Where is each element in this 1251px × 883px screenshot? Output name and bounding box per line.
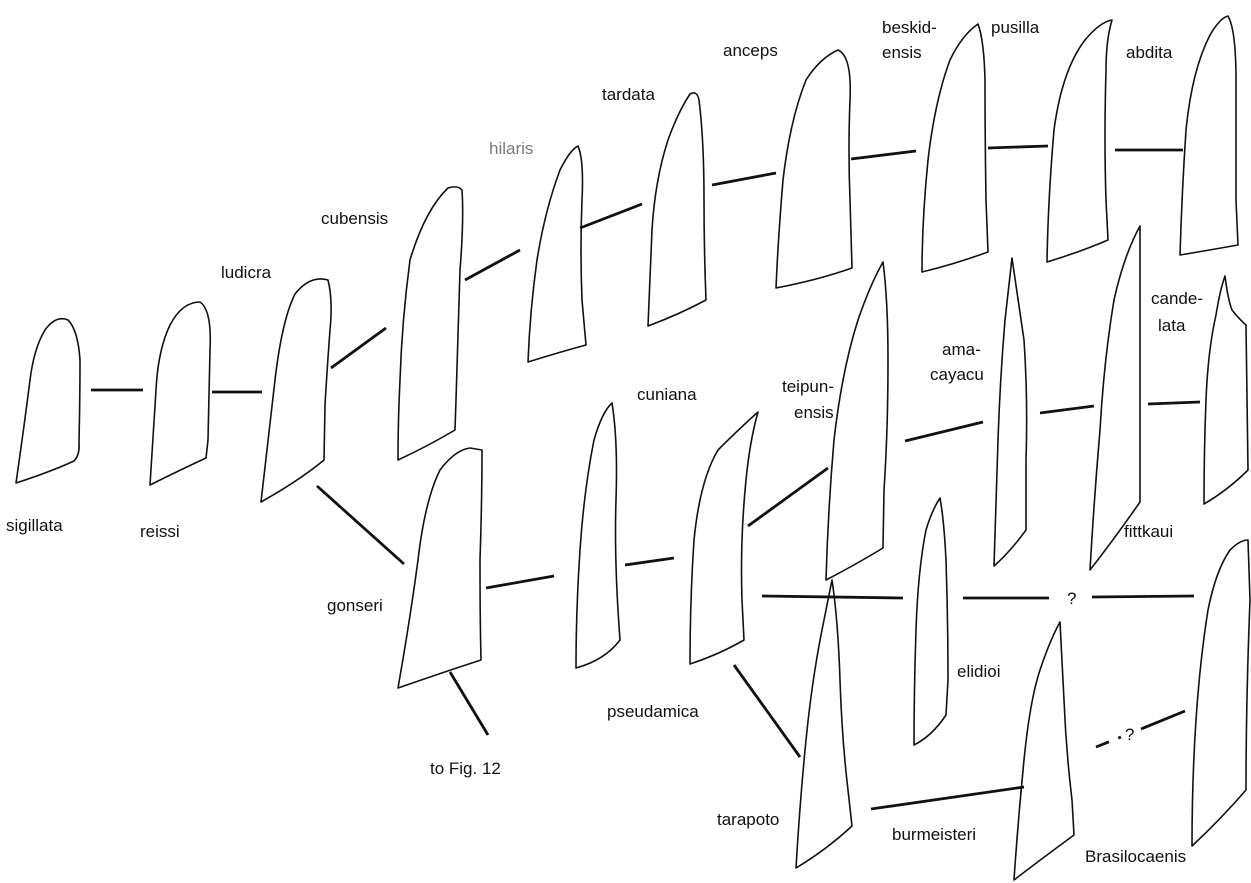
outline-anceps (775, 49, 853, 289)
label-tarapoto: tarapoto (717, 810, 779, 829)
outline-gonseri (397, 447, 483, 689)
label-elidioi: elidioi (957, 662, 1000, 681)
structure-outlines (15, 15, 1251, 881)
label-reissi: reissi (140, 522, 180, 541)
outline-fittkaui (1089, 225, 1141, 571)
label-beskidensis-line2: ensis (882, 43, 922, 62)
label-abdita: abdita (1126, 43, 1173, 62)
label-cuniana-rest: niana (655, 385, 697, 404)
outline-teipunensis (825, 261, 889, 581)
link-tarapoto-burmeisteri (870, 785, 1025, 811)
link-unknown-brasilocaenis-2 (1140, 709, 1186, 731)
link-fittkaui-candelata (1147, 400, 1201, 406)
outline-sigillata (15, 317, 81, 484)
label-teipunensis-line2: ensis (794, 403, 834, 422)
link-ludicra-gonseri (316, 484, 405, 566)
label-unknown-1: ? (1067, 589, 1076, 608)
outline-cubensis (397, 186, 464, 461)
label-burmeisteri: burmeisteri (892, 825, 976, 844)
label-amacayacu-line2: cayacu (930, 365, 984, 384)
link-burmeisteri-unknown-dashed (1095, 735, 1122, 749)
link-ludicra-cubensis (330, 326, 387, 370)
label-sigillata: sigillata (6, 516, 63, 535)
label-to-fig-12: to Fig. 12 (430, 759, 501, 778)
link-cubensis-hilaris (464, 248, 521, 282)
outline-ludicra (260, 278, 332, 503)
outline-amacayacu (993, 257, 1028, 567)
outline-pseudamica (689, 411, 759, 665)
connector-lines (91, 144, 1201, 811)
link-anceps-beskidensis (850, 149, 917, 161)
outline-burmeisteri (1013, 621, 1075, 881)
label-hilaris: hilaris (489, 139, 533, 158)
outline-elidioi (913, 497, 949, 746)
label-gonseri: gonseri (327, 596, 383, 615)
label-beskidensis-line1: beskid- (882, 18, 937, 37)
label-ludicra: ludicra (221, 263, 272, 282)
label-cubensis: cubensis (321, 209, 388, 228)
outline-beskidensis (921, 23, 989, 273)
link-unknown-brasilocaenis (1091, 594, 1195, 599)
label-cuniana: cuniana (637, 385, 697, 404)
link-tardata-anceps (711, 171, 777, 187)
taxon-labels: sigillata reissi ludicra cubensis hilari… (6, 18, 1203, 866)
link-cuniana-pseudamica (624, 556, 675, 567)
outline-tarapoto (795, 579, 853, 869)
link-pseudamica-tarapoto (732, 664, 802, 758)
link-pseudamica-teipunensis (747, 466, 829, 528)
label-fittkaui: fittkaui (1124, 522, 1173, 541)
label-amacayacu-line1: ama- (942, 340, 981, 359)
label-pusilla: pusilla (991, 18, 1040, 37)
label-cuniana-prefix: cu (637, 385, 655, 404)
outline-hilaris (527, 145, 587, 363)
outline-tardata (647, 92, 707, 327)
link-hilaris-tardata (579, 202, 643, 230)
link-pseudamica-elidioi (761, 594, 904, 600)
outline-pusilla (1046, 19, 1113, 263)
outline-brasilocaenis (1191, 539, 1251, 847)
label-candelata-line1: cande- (1151, 289, 1203, 308)
label-tardata: tardata (602, 85, 655, 104)
label-pseudamica: pseudamica (607, 702, 699, 721)
outline-abdita (1179, 15, 1239, 256)
label-candelata-line2: lata (1158, 316, 1186, 335)
label-unknown-2: ? (1125, 725, 1134, 744)
outline-cuniana (575, 402, 621, 669)
link-beskidensis-pusilla (987, 144, 1049, 150)
label-teipunensis-line1: teipun- (782, 377, 834, 396)
outline-candelata (1203, 275, 1249, 505)
link-gonseri-cuniana (485, 574, 555, 590)
outline-reissi (149, 301, 212, 486)
link-amacayacu-fittkaui (1039, 404, 1095, 415)
label-anceps: anceps (723, 41, 778, 60)
label-brasilocaenis: Brasilocaenis (1085, 847, 1186, 866)
link-gonseri-to-fig12 (448, 671, 490, 736)
link-teipunensis-amacayacu (904, 420, 984, 443)
